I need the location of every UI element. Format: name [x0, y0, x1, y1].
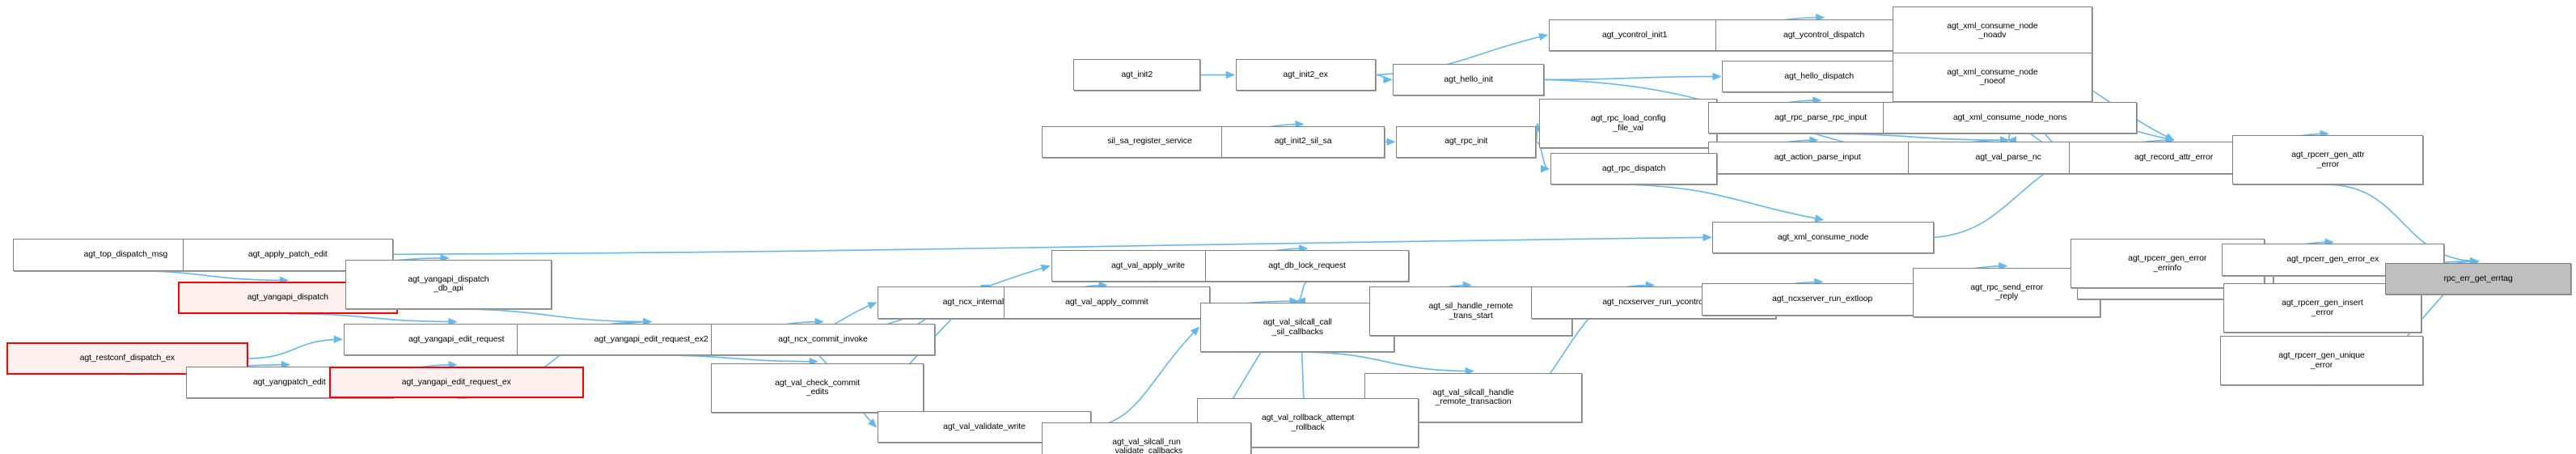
graph-node-agt-yangapi-dispatch-db-api[interactable]: agt_yangapi_dispatch _db_api: [345, 259, 552, 309]
graph-node-agt-val-apply-commit[interactable]: agt_val_apply_commit: [1003, 286, 1211, 319]
graph-node-agt-xml-consume-node-noadv[interactable]: agt_xml_consume_node _noadv: [1892, 6, 2093, 56]
graph-node-agt-rpc-load-config-file-val[interactable]: agt_rpc_load_config _file_val: [1539, 99, 1718, 149]
graph-node-agt-val-check-commit-edits[interactable]: agt_val_check_commit _edits: [710, 363, 924, 413]
graph-node-agt-hello-init[interactable]: agt_hello_init: [1393, 63, 1545, 96]
graph-node-agt-ncx-commit-invoke[interactable]: agt_ncx_commit_invoke: [710, 323, 936, 355]
graph-node-agt-init2-ex[interactable]: agt_init2_ex: [1235, 58, 1376, 91]
graph-node-rpc-err-get-errtag[interactable]: rpc_err_get_errtag: [2385, 262, 2572, 295]
graph-node-agt-xml-consume-node-noeof[interactable]: agt_xml_consume_node _noeof: [1892, 52, 2093, 102]
graph-node-agt-init2[interactable]: agt_init2: [1073, 58, 1201, 91]
graph-node-agt-xml-consume-node-nons[interactable]: agt_xml_consume_node_nons: [1882, 101, 2138, 134]
graph-node-agt-rpc-dispatch[interactable]: agt_rpc_dispatch: [1550, 152, 1718, 185]
graph-node-agt-ycontrol-init1[interactable]: agt_ycontrol_init1: [1548, 19, 1721, 51]
graph-node-agt-db-lock-request[interactable]: agt_db_lock_request: [1205, 250, 1409, 282]
graph-node-agt-apply-patch-edit[interactable]: agt_apply_patch_edit: [183, 239, 393, 271]
graph-node-agt-init2-sil-sa[interactable]: agt_init2_sil_sa: [1220, 125, 1385, 158]
graph-node-agt-yangapi-edit-request-ex[interactable]: agt_yangapi_edit_request_ex: [328, 366, 584, 399]
graph-node-agt-val-silcall-run-validate-callbacks[interactable]: agt_val_silcall_run _validate_callbacks: [1041, 422, 1252, 454]
graph-node-agt-rpc-send-error-reply[interactable]: agt_rpc_send_error _reply: [1913, 267, 2101, 317]
graph-node-agt-val-silcall-call-sil-callbacks[interactable]: agt_val_silcall_call _sil_callbacks: [1200, 303, 1395, 353]
graph-node-agt-hello-dispatch[interactable]: agt_hello_dispatch: [1722, 60, 1917, 93]
graph-node-agt-rpcerr-gen-unique-error[interactable]: agt_rpcerr_gen_unique _error: [2219, 336, 2424, 386]
graph-node-agt-xml-consume-node[interactable]: agt_xml_consume_node: [1712, 221, 1934, 253]
graph-node-agt-ncxserver-run-extloop[interactable]: agt_ncxserver_run_extloop: [1701, 283, 1944, 316]
graph-node-agt-rpc-init[interactable]: agt_rpc_init: [1396, 125, 1537, 158]
graph-node-agt-rpcerr-gen-attr-error[interactable]: agt_rpcerr_gen_attr _error: [2232, 135, 2424, 185]
graph-node-agt-action-parse-input[interactable]: agt_action_parse_input: [1707, 142, 1927, 174]
